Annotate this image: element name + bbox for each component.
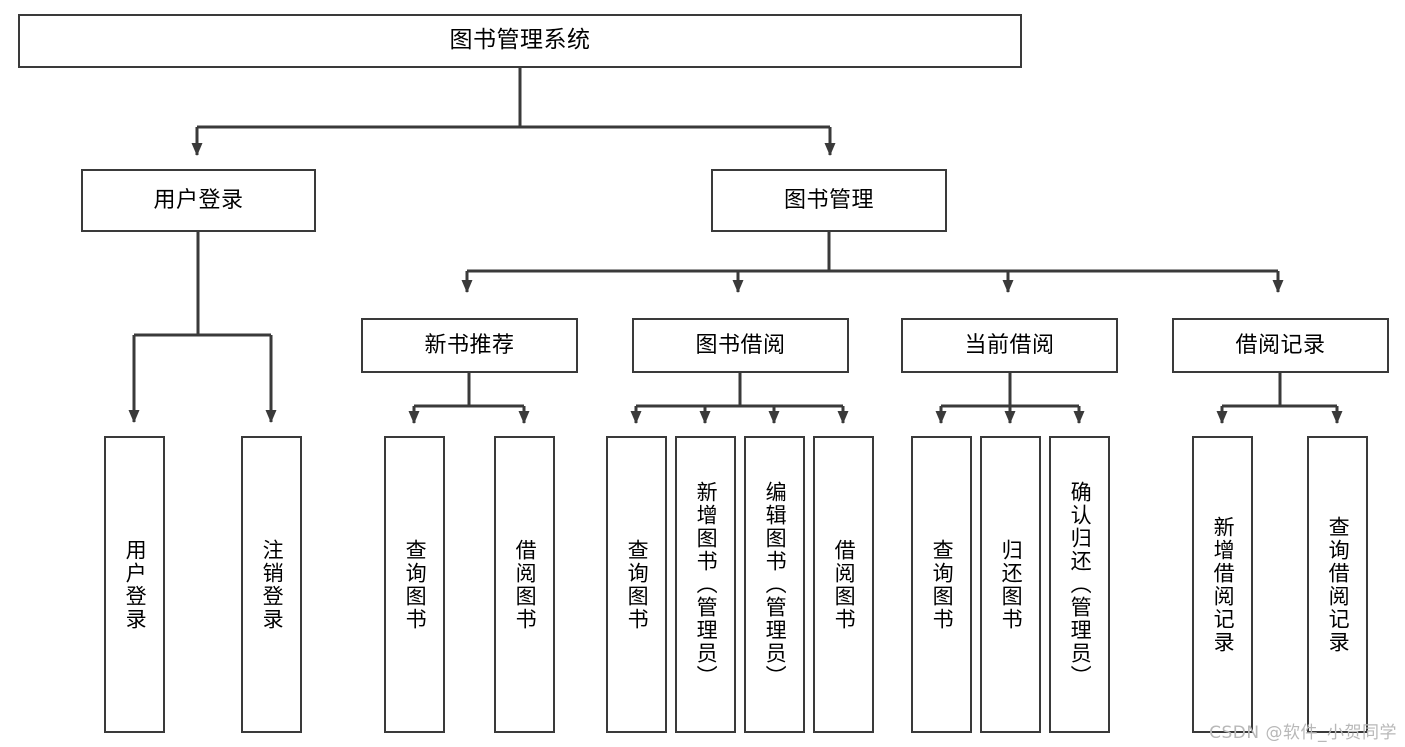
node-book-borrow[interactable]: 图书借阅 xyxy=(632,318,849,373)
node-leaf-query-borrow-record-label: 查询借阅记录 xyxy=(1326,515,1351,654)
node-user-login-label: 用户登录 xyxy=(153,187,244,213)
node-current-borrow-label: 当前借阅 xyxy=(964,332,1055,358)
node-leaf-return-book-label: 归还图书 xyxy=(999,538,1024,631)
node-leaf-edit-book-label: 编辑图书（管理员） xyxy=(763,481,788,688)
node-leaf-confirm-return-label: 确认归还（管理员） xyxy=(1068,481,1093,688)
node-leaf-query-book-3[interactable]: 查询图书 xyxy=(911,436,972,733)
node-new-book-recommend[interactable]: 新书推荐 xyxy=(361,318,578,373)
node-leaf-user-login-label: 用户登录 xyxy=(123,538,148,631)
node-borrow-record-label: 借阅记录 xyxy=(1235,332,1326,358)
watermark-credit: CSDN @软件_小贺同学 xyxy=(1209,723,1397,743)
node-leaf-confirm-return[interactable]: 确认归还（管理员） xyxy=(1049,436,1110,733)
node-leaf-query-book-1-label: 查询图书 xyxy=(403,538,428,631)
node-leaf-query-borrow-record[interactable]: 查询借阅记录 xyxy=(1307,436,1368,733)
node-borrow-record[interactable]: 借阅记录 xyxy=(1172,318,1389,373)
node-leaf-logout-login-label: 注销登录 xyxy=(260,538,285,631)
node-leaf-add-borrow-record[interactable]: 新增借阅记录 xyxy=(1192,436,1253,733)
node-leaf-query-book-2[interactable]: 查询图书 xyxy=(606,436,667,733)
node-leaf-query-book-3-label: 查询图书 xyxy=(930,538,955,631)
node-leaf-query-book-2-label: 查询图书 xyxy=(625,538,650,631)
node-leaf-borrow-book-1-label: 借阅图书 xyxy=(513,538,538,631)
node-root-system[interactable]: 图书管理系统 xyxy=(18,14,1022,68)
node-new-book-recommend-label: 新书推荐 xyxy=(424,332,515,358)
node-book-management-label: 图书管理 xyxy=(783,187,874,213)
node-leaf-add-book[interactable]: 新增图书（管理员） xyxy=(675,436,736,733)
node-user-login[interactable]: 用户登录 xyxy=(81,169,316,232)
node-leaf-query-book-1[interactable]: 查询图书 xyxy=(384,436,445,733)
node-root-label: 图书管理系统 xyxy=(449,27,591,54)
node-leaf-add-borrow-record-label: 新增借阅记录 xyxy=(1211,515,1236,654)
node-leaf-logout-login[interactable]: 注销登录 xyxy=(241,436,302,733)
node-leaf-borrow-book-1[interactable]: 借阅图书 xyxy=(494,436,555,733)
node-leaf-borrow-book-2[interactable]: 借阅图书 xyxy=(813,436,874,733)
node-leaf-add-book-label: 新增图书（管理员） xyxy=(694,481,719,688)
node-leaf-edit-book[interactable]: 编辑图书（管理员） xyxy=(744,436,805,733)
node-leaf-return-book[interactable]: 归还图书 xyxy=(980,436,1041,733)
node-leaf-user-login[interactable]: 用户登录 xyxy=(104,436,165,733)
node-book-borrow-label: 图书借阅 xyxy=(695,332,786,358)
node-book-management[interactable]: 图书管理 xyxy=(711,169,947,232)
node-leaf-borrow-book-2-label: 借阅图书 xyxy=(832,538,857,631)
node-current-borrow[interactable]: 当前借阅 xyxy=(901,318,1118,373)
